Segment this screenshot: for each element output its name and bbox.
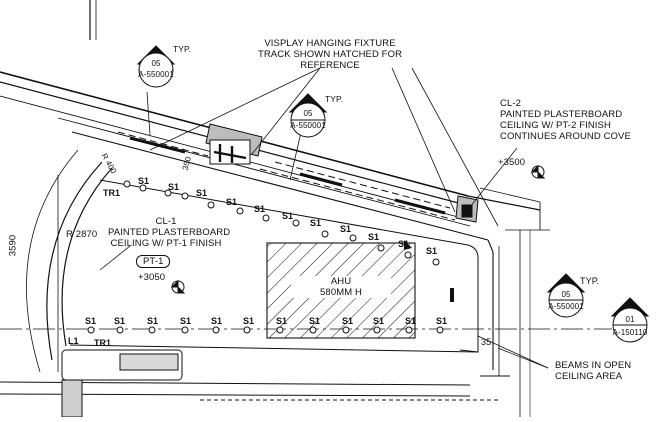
leader-lines [57,67,549,372]
light-fixtures [87,180,444,334]
svg-text:S1: S1 [309,316,320,326]
finish-tag: PT-1 [136,255,171,268]
svg-text:L1: L1 [68,336,79,346]
dimension-height: 3590 [7,234,19,257]
section-tag-3-num: 05 [561,290,571,299]
svg-text:S1: S1 [114,316,125,326]
svg-text:S1: S1 [276,316,287,326]
svg-text:S1: S1 [436,316,447,326]
lower-elements [0,349,510,418]
fixture-track [117,131,456,221]
section-tag-3-note: TYP. [580,276,600,286]
section-tag-1-ref: A-550001 [138,70,174,79]
svg-text:S1: S1 [368,232,379,242]
fixture-bars [129,136,446,215]
svg-text:S1: S1 [211,316,222,326]
svg-text:S1: S1 [426,246,437,256]
section-tag-2-ref: A-550001 [290,121,326,130]
level-markers [170,164,546,294]
arrow-marker [404,240,412,250]
svg-text:S1: S1 [85,316,96,326]
svg-text:S1: S1 [310,218,321,228]
svg-text:S1: S1 [398,239,409,249]
svg-text:TR1: TR1 [103,188,120,198]
svg-text:S1: S1 [254,204,265,214]
section-tag-3-ref: A-550001 [548,302,584,311]
svg-text:S1: S1 [243,316,254,326]
svg-text:S1: S1 [282,211,293,221]
section-tag-1-num: 05 [151,59,161,68]
svg-text:S1: S1 [226,197,237,207]
section-tag-3 [546,273,586,318]
cl1-level: +3050 [138,272,166,283]
curved-wall [26,149,113,373]
section-tag-4-num: 01 [625,315,635,324]
section-tag-2-note: TYP. [325,94,344,104]
ceiling-edges [0,0,550,417]
section-tag-2-num: 05 [303,109,313,118]
structure-block [205,123,479,223]
section-tag-1-note: TYP. [173,44,192,54]
wall-marker [450,288,454,302]
dimension-radius: R 2870 [66,229,98,240]
svg-text:S1: S1 [147,316,158,326]
cl2-level: +3500 [498,157,526,168]
svg-text:S1: S1 [196,188,207,198]
svg-text:S1: S1 [138,176,149,186]
svg-text:S1: S1 [342,316,353,326]
ceiling-boundary [69,179,479,353]
dimension-corner: 35 [481,337,492,347]
section-tag-4 [610,297,650,343]
svg-text:S1: S1 [180,316,191,326]
section-tag-1 [136,45,176,88]
section-tag-4-ref: A-150110 [612,328,648,337]
svg-text:S1: S1 [168,182,179,192]
svg-text:S1: S1 [405,316,416,326]
section-tag-2 [288,93,328,138]
svg-text:TR1: TR1 [94,338,111,348]
svg-text:S1: S1 [373,316,384,326]
svg-text:S1: S1 [340,224,351,234]
